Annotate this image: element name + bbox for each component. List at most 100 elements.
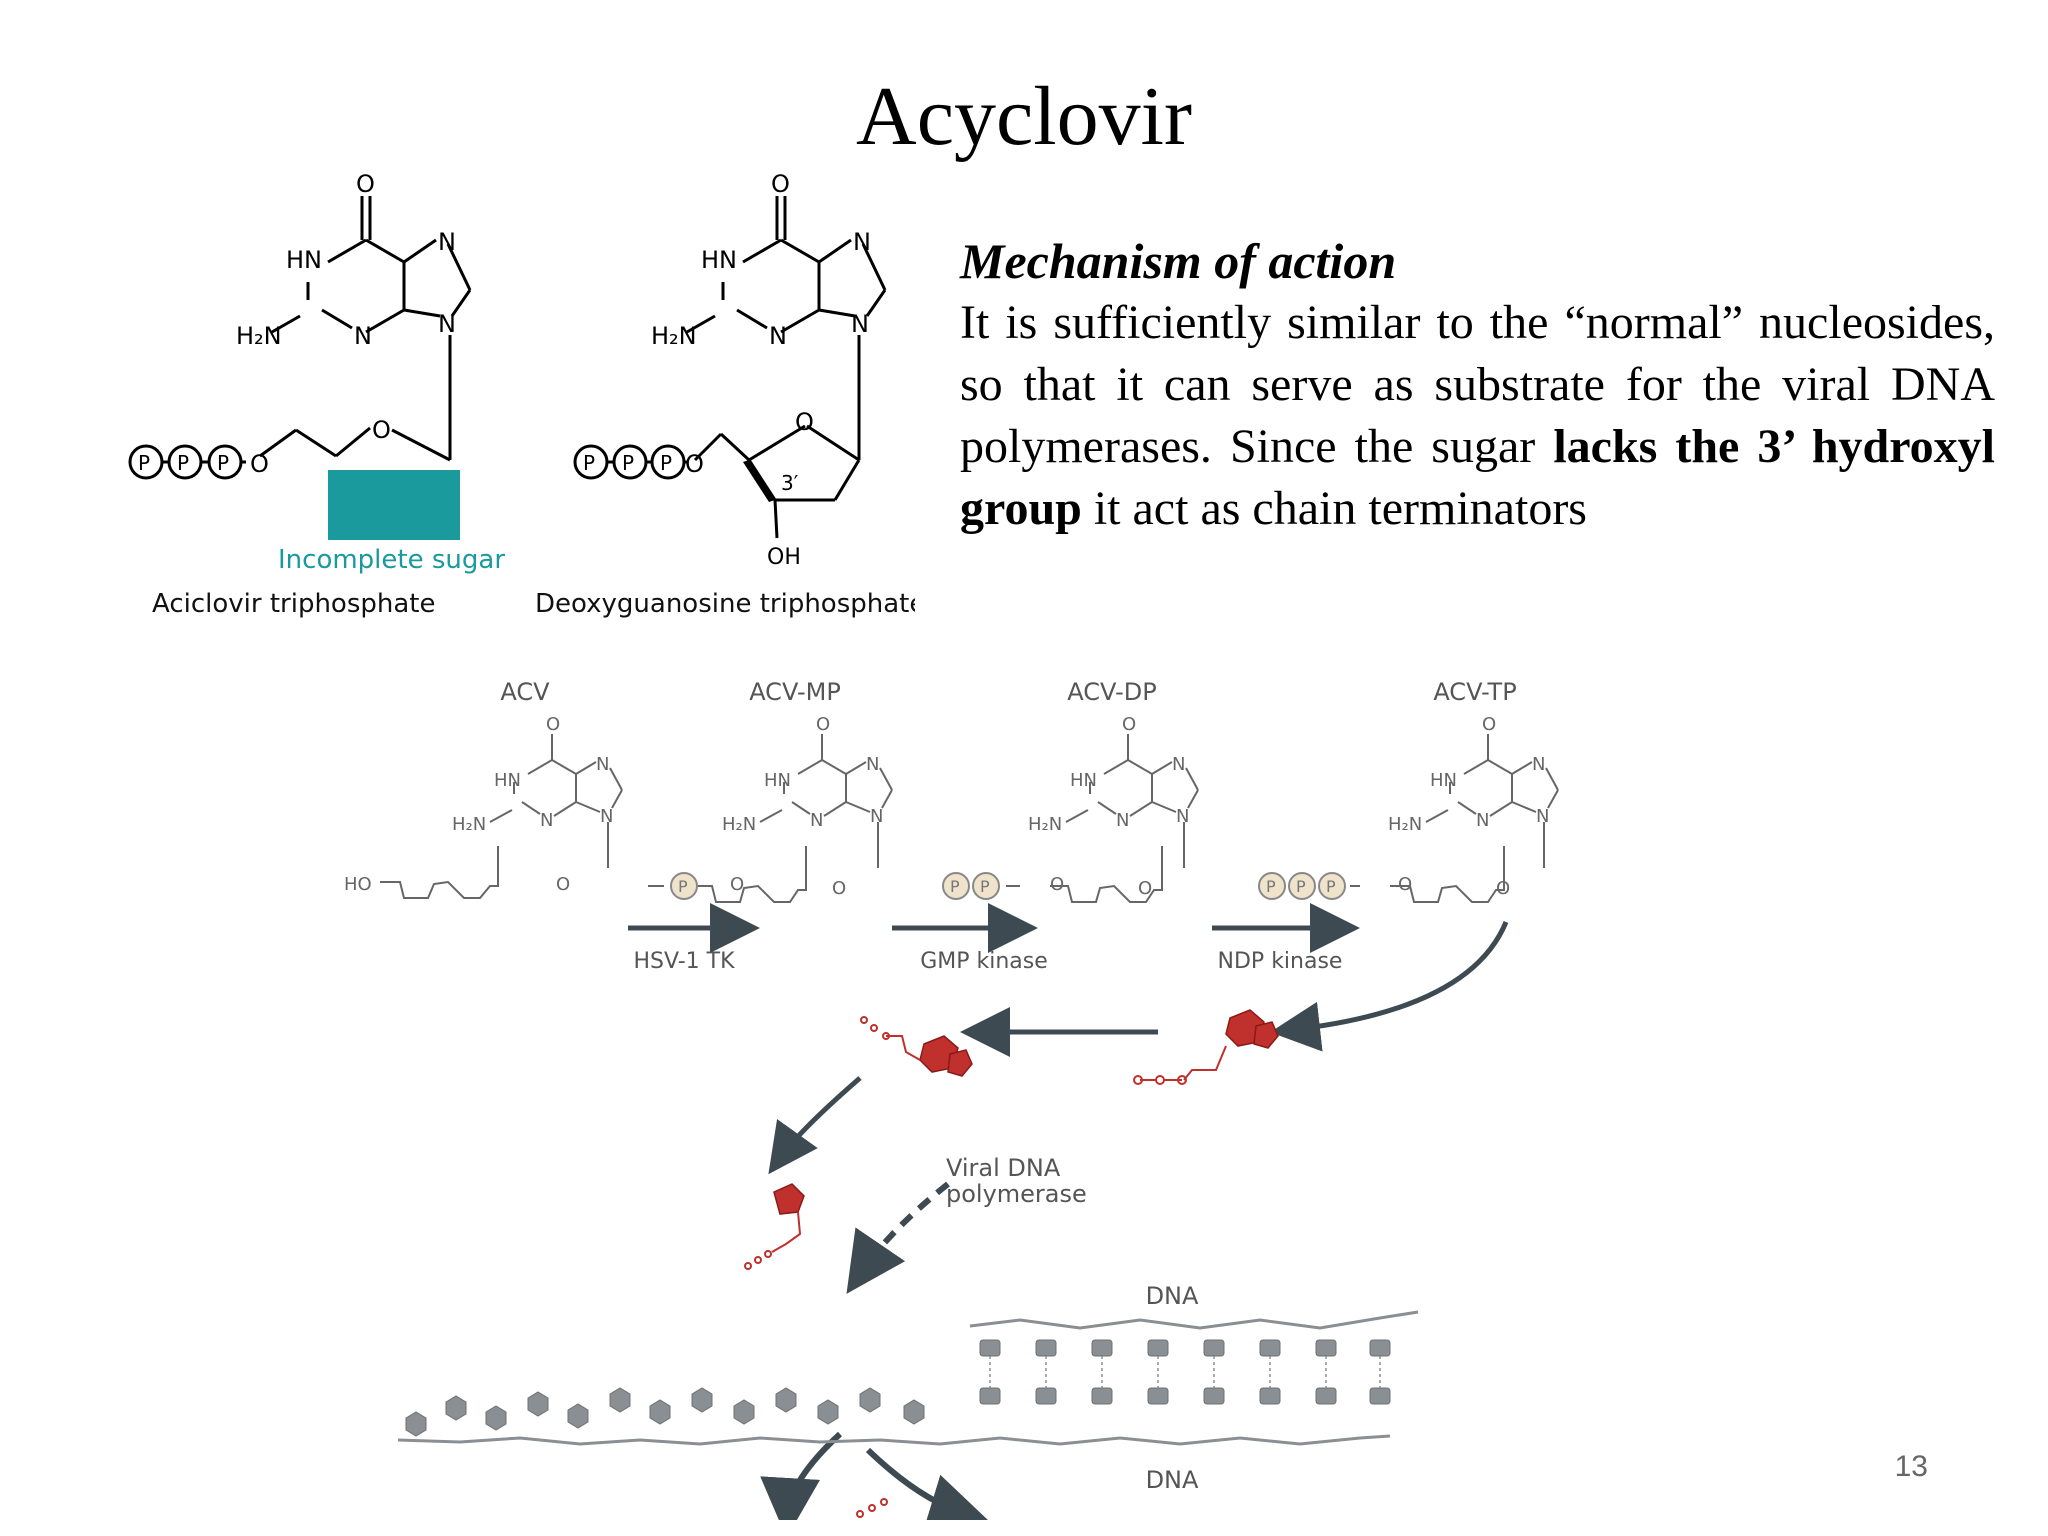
svg-text:O: O bbox=[832, 878, 846, 899]
svg-text:O: O bbox=[1050, 874, 1064, 895]
dna-top-label: DNA bbox=[1146, 1282, 1199, 1310]
aciclovir-triphosphate-caption: Aciclovir triphosphate bbox=[152, 589, 436, 619]
incomplete-sugar-highlight bbox=[328, 470, 460, 540]
svg-text:P: P bbox=[1326, 877, 1336, 896]
atom-n: N bbox=[438, 228, 456, 256]
svg-text:P: P bbox=[950, 877, 960, 896]
slide-number: 13 bbox=[1894, 1450, 1928, 1483]
arrow-chain-left bbox=[760, 1431, 843, 1520]
mechanism-text-block: Mechanism of action It is sufficiently s… bbox=[960, 230, 1995, 540]
aciclovir-triphosphate-structure: O HN N N N H₂N O O P P P Incomplete suga… bbox=[128, 170, 505, 619]
phosphate-bead bbox=[972, 872, 1000, 900]
atom-h2n: H₂N bbox=[651, 322, 697, 350]
arrow-chain-right bbox=[865, 1447, 989, 1520]
svg-text:HO: HO bbox=[344, 874, 372, 895]
svg-text:O: O bbox=[730, 874, 744, 895]
stage-acv: ACV bbox=[500, 678, 550, 706]
dna-base-pair bbox=[1091, 1387, 1113, 1405]
dna-top-strand bbox=[969, 1310, 1419, 1330]
arrow-to-triphosphate bbox=[1270, 921, 1509, 1052]
dna-bottom-label: DNA bbox=[1146, 1466, 1199, 1494]
phosphate-p: P bbox=[622, 451, 634, 475]
dna-base bbox=[567, 1403, 589, 1429]
slide-title: Acyclovir bbox=[856, 70, 1192, 163]
phosphate-bead bbox=[670, 872, 698, 900]
phosphate-bead bbox=[1258, 872, 1286, 900]
dna-base-pair bbox=[979, 1387, 1001, 1405]
stage-acv-tp: ACV-TP bbox=[1433, 678, 1516, 706]
enzyme-gmp-kinase: GMP kinase bbox=[920, 949, 1048, 974]
oh-label: OH bbox=[767, 545, 801, 570]
dna-base-pair bbox=[1147, 1339, 1169, 1357]
dna-base-pair bbox=[1369, 1339, 1391, 1357]
svg-text:O: O bbox=[1496, 878, 1510, 899]
enzyme-ndp-kinase: NDP kinase bbox=[1218, 949, 1343, 974]
dna-bottom-strand bbox=[397, 1434, 1391, 1446]
dna-base bbox=[649, 1399, 671, 1425]
dna-base-pair bbox=[1035, 1387, 1057, 1405]
svg-text:P: P bbox=[980, 877, 990, 896]
polymerase-dashed-arrow bbox=[846, 1181, 950, 1294]
atom-h2n: H₂N bbox=[236, 322, 282, 350]
dna-base bbox=[691, 1387, 713, 1413]
atom-o: O bbox=[250, 450, 269, 478]
mechanism-heading: Mechanism of action bbox=[960, 233, 1397, 289]
dna-base-pair bbox=[979, 1339, 1001, 1357]
dna-base-pair bbox=[1203, 1387, 1225, 1405]
mechanism-paragraph: It is sufficiently similar to the “norma… bbox=[960, 292, 1995, 540]
atom-n: N bbox=[853, 228, 871, 256]
atom-n: N bbox=[354, 322, 372, 350]
acv-tp-bound-glyph bbox=[947, 1049, 973, 1077]
dna-base-pair bbox=[1315, 1339, 1337, 1357]
dna-base bbox=[445, 1395, 467, 1421]
phosphate-p: P bbox=[660, 451, 672, 475]
deoxyguanosine-triphosphate-structure: O HN N N N H₂N O O P P P 3′ OH Deoxyguan… bbox=[535, 170, 915, 619]
acv-molecule bbox=[451, 713, 623, 869]
atom-o: O bbox=[795, 408, 814, 436]
atom-o: O bbox=[771, 170, 790, 198]
mechanism-text-bold: lacks the 3’ hydroxyl group bbox=[960, 420, 1995, 535]
dna-base bbox=[527, 1391, 549, 1417]
atom-hn: HN bbox=[286, 246, 322, 274]
mechanism-text-start: It is sufficiently similar to the “norma… bbox=[960, 296, 1995, 473]
stage-acv-dp: ACV-DP bbox=[1067, 678, 1156, 706]
phosphate-p: P bbox=[217, 451, 229, 475]
acv-mp-molecule bbox=[721, 713, 893, 869]
svg-text:O: O bbox=[1138, 878, 1152, 899]
dna-base bbox=[485, 1405, 507, 1431]
dna-base-pair bbox=[1035, 1339, 1057, 1357]
mechanism-text-end: it act as chain terminators bbox=[1081, 482, 1587, 535]
svg-text:O: O bbox=[1398, 874, 1412, 895]
svg-text:P: P bbox=[1266, 877, 1276, 896]
atom-o: O bbox=[372, 416, 391, 444]
dna-base bbox=[775, 1387, 797, 1413]
polymerase-label-line2: polymerase bbox=[946, 1180, 1087, 1208]
enzyme-hsv1-tk: HSV-1 TK bbox=[633, 949, 735, 974]
svg-text:P: P bbox=[1296, 877, 1306, 896]
stage-acv-mp: ACV-MP bbox=[749, 678, 841, 706]
dna-base bbox=[817, 1399, 839, 1425]
position-3-label: 3′ bbox=[781, 471, 799, 495]
dna-base bbox=[859, 1387, 881, 1413]
phosphate-p: P bbox=[138, 451, 150, 475]
phosphate-p: P bbox=[583, 451, 595, 475]
atom-o: O bbox=[356, 170, 375, 198]
acv-tp-glyph bbox=[1253, 1021, 1279, 1049]
dna-base bbox=[609, 1387, 631, 1413]
atom-o: O bbox=[685, 450, 704, 478]
arrow-to-complex bbox=[768, 1076, 862, 1175]
svg-text:O: O bbox=[556, 874, 570, 895]
atom-n: N bbox=[438, 310, 456, 338]
incomplete-sugar-label: Incomplete sugar bbox=[278, 545, 505, 575]
dna-base-pair bbox=[1091, 1339, 1113, 1357]
phosphate-bead bbox=[1318, 872, 1346, 900]
polymerase-label-line1: Viral DNA bbox=[946, 1154, 1061, 1182]
atom-n: N bbox=[851, 310, 869, 338]
deoxyguanosine-triphosphate-caption: Deoxyguanosine triphosphate bbox=[535, 589, 915, 619]
dna-base-pair bbox=[1203, 1339, 1225, 1357]
dna-base-pair bbox=[1259, 1387, 1281, 1405]
acv-dp-molecule bbox=[1027, 713, 1199, 869]
dna-base-pair bbox=[1315, 1387, 1337, 1405]
svg-text:P: P bbox=[678, 877, 688, 896]
